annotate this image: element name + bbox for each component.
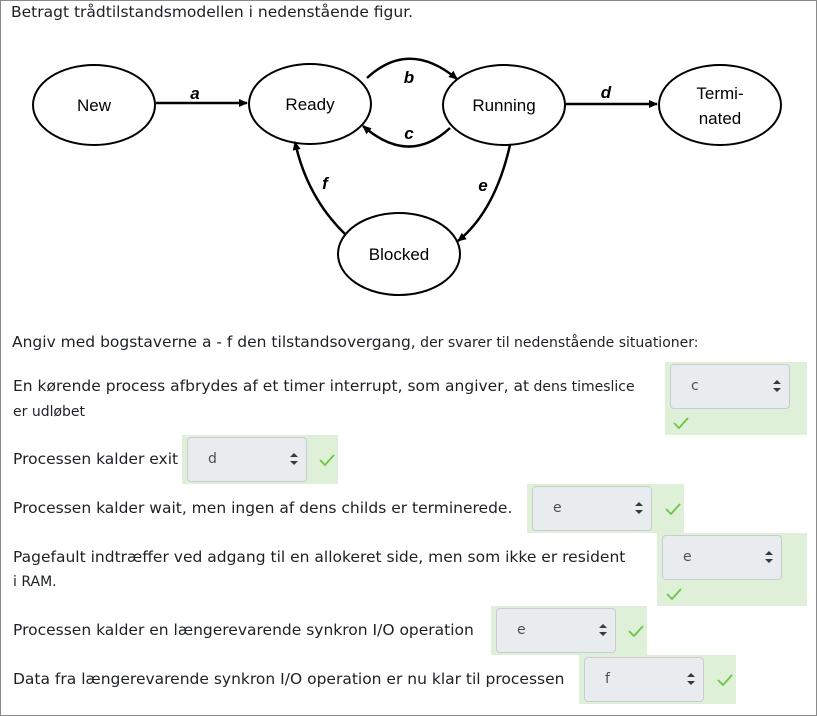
state-new-label: New <box>77 96 112 115</box>
state-ready-label: Ready <box>285 95 335 114</box>
check-icon <box>319 454 335 466</box>
question-3-select[interactable]: e <box>532 486 652 531</box>
check-icon <box>673 417 689 429</box>
question-5-line1: Processen kalder en længerevarende synkr… <box>13 621 474 639</box>
intro-text: Betragt trådtilstandsmodellen i nedenstå… <box>11 3 414 21</box>
question-4-select[interactable]: e <box>662 535 782 580</box>
state-ready: Ready <box>248 63 372 145</box>
question-6-selected-value: f <box>605 671 610 687</box>
question-6-text: Data fra længerevarende synkron I/O oper… <box>13 667 564 691</box>
question-1-text: En kørende process afbrydes af et timer … <box>13 374 635 424</box>
transition-label-a: a <box>190 84 199 103</box>
instruction-main: Angiv med bogstaverne a - f den tilstand… <box>12 333 416 351</box>
state-blocked: Blocked <box>337 212 461 296</box>
check-icon <box>665 503 681 515</box>
select-arrows-icon <box>599 624 607 636</box>
transition-label-f: f <box>322 174 330 193</box>
question-3-selected-value: e <box>553 500 562 516</box>
instruction-text: Angiv med bogstaverne a - f den tilstand… <box>12 331 698 354</box>
state-terminated-label-2: nated <box>699 109 742 128</box>
question-1-line1-small: dens timeslice <box>529 379 635 395</box>
question-5-selected-value: e <box>517 622 526 638</box>
transition-label-c: c <box>404 124 414 143</box>
state-new: New <box>32 64 156 146</box>
question-2-line1: Processen kalder exit <box>13 450 179 468</box>
state-blocked-label: Blocked <box>369 245 429 264</box>
question-1-selected-value: c <box>691 378 699 394</box>
state-terminated: Termi- nated <box>658 64 782 146</box>
transition-label-b: b <box>404 68 414 87</box>
question-3-text: Processen kalder wait, men ingen af dens… <box>13 496 512 520</box>
question-4-line2: i RAM. <box>13 574 57 590</box>
question-2-text: Processen kalder exit <box>13 447 178 471</box>
check-icon <box>666 588 682 600</box>
transition-arrow-f <box>292 141 346 235</box>
select-arrows-icon <box>773 380 781 392</box>
select-arrows-icon <box>290 453 298 465</box>
question-5-select[interactable]: e <box>496 608 616 653</box>
question-3-line1: Processen kalder wait, men ingen af dens… <box>13 499 513 517</box>
select-arrows-icon <box>635 502 643 514</box>
question-4-selected-value: e <box>683 549 692 565</box>
question-4-line1: Pagefault indtræffer ved adgang til en a… <box>13 548 626 566</box>
state-terminated-label-1: Termi- <box>696 84 743 103</box>
select-arrows-icon <box>687 673 695 685</box>
select-arrows-icon <box>765 551 773 563</box>
thread-state-diagram: New Ready Running Termi- nated Blocked a… <box>32 57 782 296</box>
question-1-line2: er udløbet <box>13 404 86 420</box>
state-running-label: Running <box>472 96 535 115</box>
transition-arrow-e <box>457 144 512 242</box>
question-2-select[interactable]: d <box>187 437 307 482</box>
question-1-select[interactable]: c <box>670 364 790 409</box>
instruction-small: der svarer til nedenstående situationer: <box>415 335 699 351</box>
state-running: Running <box>442 64 566 146</box>
transition-arrow-c <box>362 125 451 148</box>
transition-arrow-b <box>366 57 458 80</box>
transition-label-e: e <box>478 176 487 195</box>
question-6-line1: Data fra længerevarende synkron I/O oper… <box>13 670 565 688</box>
check-icon <box>628 625 644 637</box>
check-icon <box>717 674 733 686</box>
question-1-line1: En kørende process afbrydes af et timer … <box>13 377 530 395</box>
question-4-text: Pagefault indtræffer ved adgang til en a… <box>13 545 625 594</box>
question-6-select[interactable]: f <box>584 657 704 702</box>
question-2-selected-value: d <box>208 451 217 467</box>
question-5-text: Processen kalder en længerevarende synkr… <box>13 618 474 642</box>
transition-label-d: d <box>601 83 612 102</box>
